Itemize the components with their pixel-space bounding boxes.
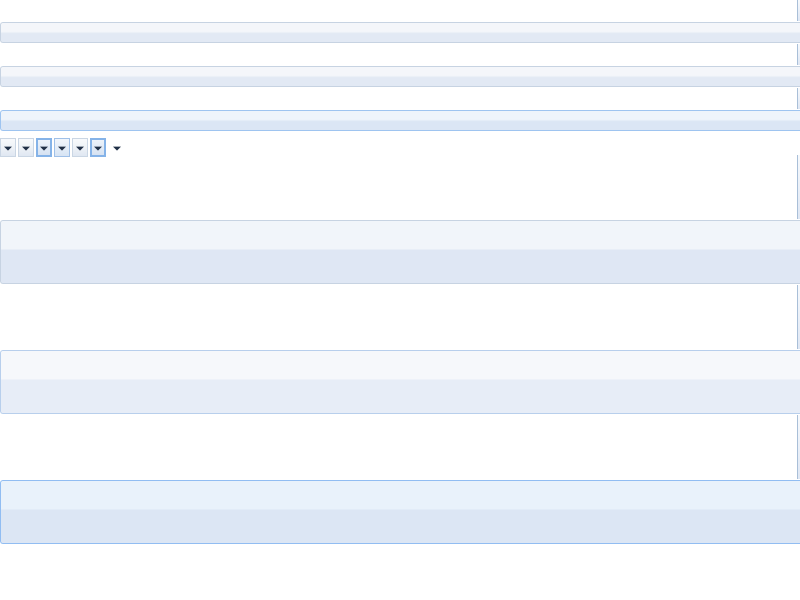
small-toolbar-normal[interactable]	[0, 22, 800, 43]
dropdown-button[interactable]	[0, 138, 16, 157]
scrollbar-edge[interactable]	[797, 0, 800, 21]
scrollbar-edge[interactable]	[797, 415, 800, 479]
large-band-active[interactable]	[0, 480, 800, 544]
scrollbar-edge[interactable]	[797, 88, 800, 109]
chevron-down-icon	[4, 146, 12, 151]
dropdown-button[interactable]	[54, 138, 70, 157]
dropdown-button[interactable]	[36, 138, 52, 157]
dropdown-button[interactable]	[18, 138, 34, 157]
dropdown-button[interactable]	[72, 138, 88, 157]
small-toolbar-active[interactable]	[0, 110, 800, 131]
small-toolbar-hover[interactable]	[0, 66, 800, 87]
dropdown-button[interactable]	[90, 138, 106, 157]
chevron-down-icon	[94, 146, 102, 151]
chevron-down-icon	[22, 146, 30, 151]
chevron-down-icon	[76, 146, 84, 151]
large-band-hover[interactable]	[0, 350, 800, 414]
chevron-down-icon	[113, 146, 121, 151]
chevron-down-icon	[40, 146, 48, 151]
scrollbar-edge[interactable]	[797, 285, 800, 349]
dropdown-button[interactable]	[109, 138, 125, 157]
large-band-normal[interactable]	[0, 220, 800, 284]
chevron-down-icon	[58, 146, 66, 151]
scrollbar-edge[interactable]	[797, 44, 800, 65]
scrollbar-edge[interactable]	[797, 155, 800, 219]
dropdown-button-row	[0, 137, 130, 159]
